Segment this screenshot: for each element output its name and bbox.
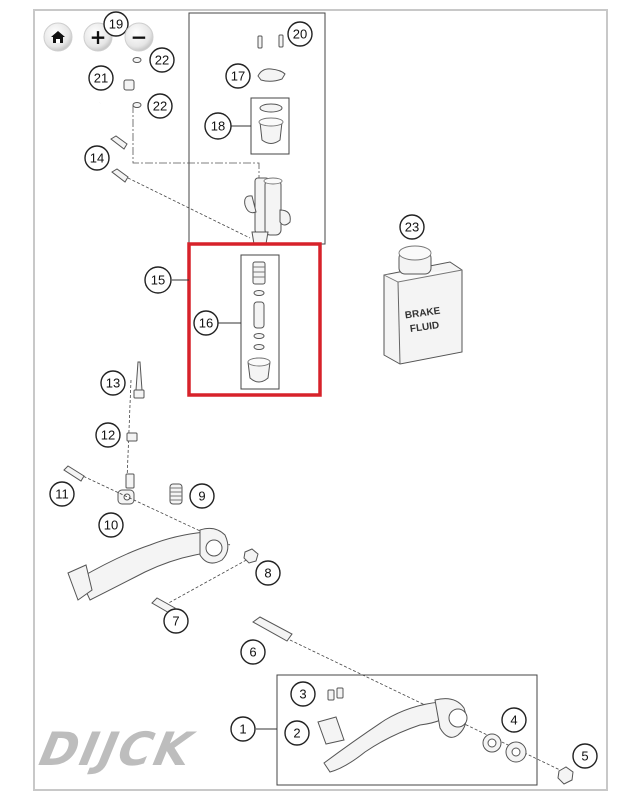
nut-part-5 [557, 766, 574, 785]
callout-16[interactable]: 16 [193, 310, 219, 336]
piston-kit-part-16 [247, 261, 271, 383]
spring-part-9 [169, 483, 183, 505]
svg-text:3: 3 [299, 687, 306, 702]
callout-22-top[interactable]: 22 [149, 47, 175, 73]
svg-text:20: 20 [293, 27, 307, 42]
clevis-part-10 [117, 473, 135, 505]
container-label-line1: BRAKE [404, 306, 441, 322]
zoom-in-icon: + [90, 25, 107, 49]
callout-12[interactable]: 12 [95, 422, 121, 448]
svg-text:23: 23 [405, 220, 419, 235]
callout-21[interactable]: 21 [88, 65, 114, 91]
brake-fluid-container-part-23: BRAKE FLUID [383, 245, 463, 365]
svg-text:22: 22 [153, 99, 167, 114]
callout-13[interactable]: 13 [100, 370, 126, 396]
zoom-out-icon: − [131, 25, 148, 49]
master-cylinder-body [244, 177, 291, 245]
diagram-frame [33, 9, 608, 791]
nut-part-12 [126, 432, 138, 442]
svg-text:15: 15 [151, 273, 165, 288]
callout-2[interactable]: 2 [284, 720, 310, 746]
brake-pedal-assembly [67, 527, 229, 601]
svg-text:19: 19 [109, 17, 123, 32]
home-button[interactable] [43, 22, 73, 52]
callout-3[interactable]: 3 [290, 681, 316, 707]
callout-4[interactable]: 4 [501, 707, 527, 733]
repair-kit-inner-box [240, 254, 280, 390]
hose-connection-line [132, 105, 260, 190]
svg-text:10: 10 [104, 518, 118, 533]
brake-pedal-part-1 [323, 698, 468, 773]
pedal-assembly-group-box [276, 674, 538, 786]
svg-text:14: 14 [90, 151, 104, 166]
callout-1[interactable]: 1 [230, 716, 256, 742]
svg-text:5: 5 [581, 749, 588, 764]
svg-text:18: 18 [211, 119, 225, 134]
callout-19[interactable]: 19 [103, 11, 129, 37]
svg-text:13: 13 [106, 376, 120, 391]
callout-20[interactable]: 20 [287, 21, 313, 47]
highlighted-repair-kit-box[interactable] [187, 242, 322, 397]
brake-hose-part-21 [99, 79, 135, 105]
svg-text:17: 17 [231, 69, 245, 84]
bolt-part-7 [151, 597, 176, 615]
callout-6[interactable]: 6 [240, 639, 266, 665]
pivot-bolt-part-6 [252, 616, 293, 642]
pushrod-part-13 [133, 361, 145, 399]
callout-17[interactable]: 17 [225, 63, 251, 89]
callout-14[interactable]: 14 [84, 145, 110, 171]
svg-text:9: 9 [198, 489, 205, 504]
svg-text:4: 4 [510, 713, 517, 728]
svg-text:1: 1 [239, 722, 246, 737]
svg-text:7: 7 [172, 614, 179, 629]
callout-11[interactable]: 11 [49, 481, 75, 507]
callout-9[interactable]: 9 [189, 483, 215, 509]
bolt-alignment-line [127, 177, 251, 239]
callout-15[interactable]: 15 [144, 266, 172, 294]
home-icon [51, 31, 65, 43]
svg-text:2: 2 [293, 726, 300, 741]
bolt-part-11 [63, 465, 85, 482]
svg-text:8: 8 [264, 566, 271, 581]
callout-8[interactable]: 8 [255, 560, 281, 586]
tip-part-2 [317, 716, 345, 745]
svg-text:16: 16 [199, 316, 213, 331]
bolt-part-14 [110, 135, 129, 183]
screw-part-20 [257, 34, 284, 49]
callout-7[interactable]: 7 [163, 608, 189, 634]
svg-text:11: 11 [55, 487, 69, 502]
reservoir-cap-part-17 [257, 68, 286, 82]
callout-10[interactable]: 10 [98, 512, 124, 538]
zoom-out-button[interactable]: − [124, 22, 154, 52]
callout-23[interactable]: 23 [399, 214, 425, 240]
container-label-line2: FLUID [409, 320, 440, 335]
pushrod-line [126, 379, 132, 481]
svg-text:12: 12 [101, 428, 115, 443]
pedal-bolt-line [164, 557, 251, 606]
svg-text:21: 21 [94, 71, 108, 86]
callout-22-bottom[interactable]: 22 [147, 93, 173, 119]
svg-text:22: 22 [155, 53, 169, 68]
screw-part-3 [327, 687, 344, 701]
callout-18[interactable]: 18 [204, 112, 232, 140]
washer-part-22-bottom [132, 102, 142, 108]
washer-part-22-top [132, 57, 142, 63]
bearing-part-4 [482, 733, 527, 763]
reservoir-part-18 [258, 103, 284, 144]
svg-text:6: 6 [249, 645, 256, 660]
callout-5[interactable]: 5 [572, 743, 598, 769]
brand-logo: DIJCK [35, 722, 199, 775]
nut-part-8 [243, 548, 259, 564]
